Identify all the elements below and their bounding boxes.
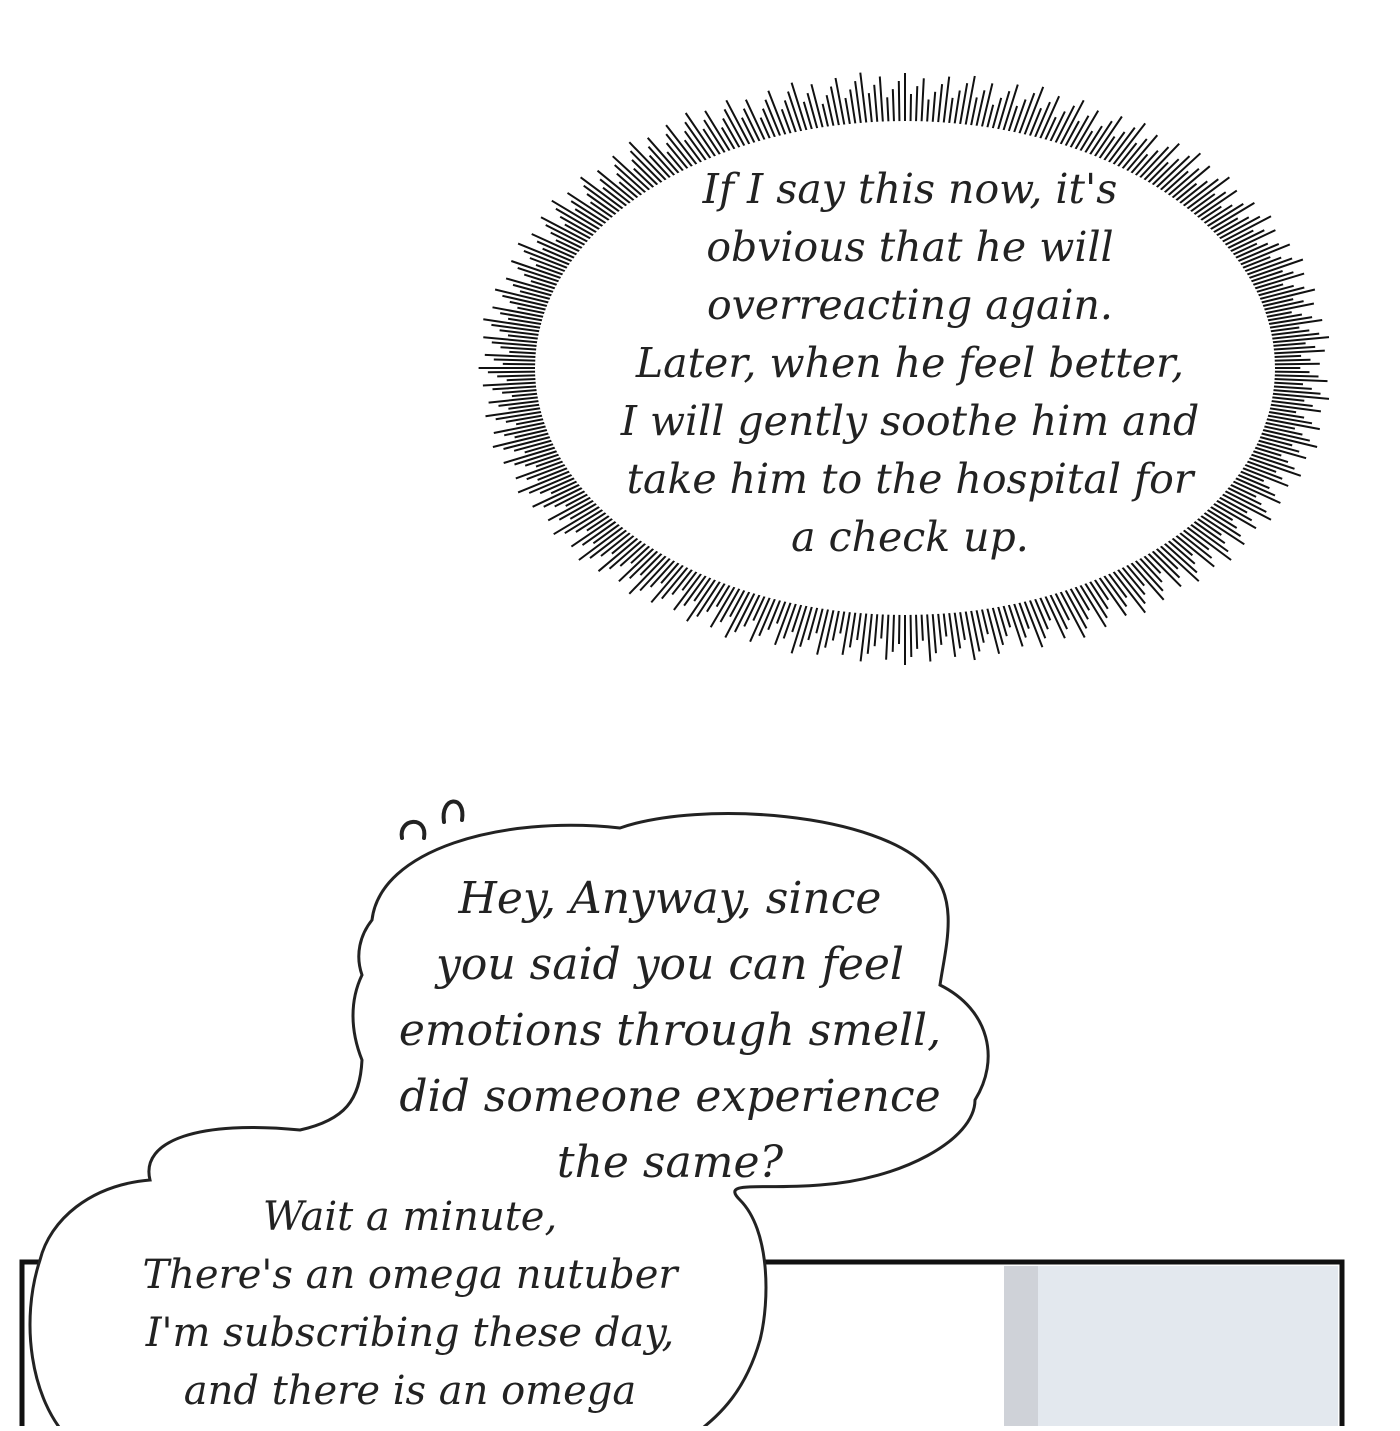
speech-line: Hey, Anyway, since: [458, 873, 882, 924]
second-line: and there is an omega: [183, 1368, 637, 1414]
thought-line: I will gently soothe him and: [620, 397, 1200, 445]
thought-bubble-burst: [478, 72, 1330, 665]
burst-spikes: [478, 72, 1330, 665]
thought-bubble-text: If I say this now, it's obvious that he …: [560, 160, 1260, 566]
speech-line: did someone experience: [399, 1071, 941, 1122]
speech-line: emotions through smell,: [398, 1005, 942, 1056]
second-line: Wait a minute,: [262, 1194, 558, 1240]
sweat-mark-right: [441, 799, 465, 824]
speech-line: the same?: [556, 1137, 784, 1188]
window-glass: [1038, 1266, 1338, 1431]
thought-line: Later, when he feel better,: [635, 339, 1185, 387]
second-line: There's an omega nutuber: [142, 1252, 678, 1298]
thought-line: take him to the hospital for: [626, 455, 1194, 503]
speech-bubble: [28, 812, 990, 1431]
thought-line: a check up.: [791, 513, 1029, 561]
window-frame: [1004, 1266, 1038, 1431]
thought-line: If I say this now, it's: [702, 165, 1118, 213]
thought-line: obvious that he will: [706, 223, 1114, 271]
speech-line: you said you can feel: [435, 939, 904, 990]
speech-bubble-text: Hey, Anyway, since you said you can feel…: [345, 866, 995, 1196]
sweat-mark-left: [399, 819, 427, 840]
thought-bubble: [535, 121, 1275, 615]
thought-line: overreacting again.: [707, 281, 1113, 329]
second-bubble-text: Wait a minute, There's an omega nutuber …: [60, 1188, 760, 1420]
second-line: I'm subscribing these day,: [145, 1310, 675, 1356]
